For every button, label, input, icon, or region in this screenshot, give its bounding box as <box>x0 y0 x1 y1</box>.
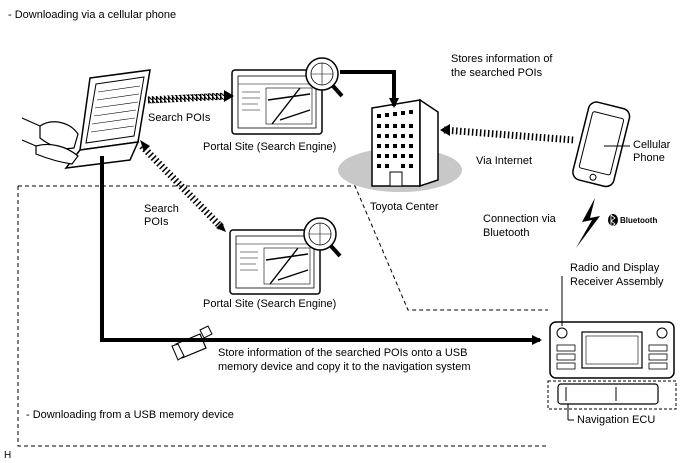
usb-store-label-1: Store information of the searched POIs o… <box>218 347 468 359</box>
usb-transfer-arrow <box>100 156 542 345</box>
search-pois-mid-flow <box>139 140 226 232</box>
stores-info-label-2: the searched POIs <box>451 67 543 79</box>
search-pois-mid-label-2: POIs <box>144 216 169 228</box>
portal-site-bottom-label: Portal Site (Search Engine) <box>203 298 337 310</box>
portal-site-top-icon <box>231 57 344 135</box>
navigation-ecu-icon <box>547 380 677 410</box>
portal-site-top-label: Portal Site (Search Engine) <box>203 141 337 153</box>
bluetooth-signal-icon <box>576 198 600 248</box>
radio-display-receiver-icon <box>549 321 675 379</box>
laptop-computer-icon <box>21 69 151 169</box>
via-internet-label: Via Internet <box>476 155 533 167</box>
toyota-center-label: Toyota Center <box>370 201 439 213</box>
stores-info-label-1: Stores information of <box>451 53 553 65</box>
via-internet-flow <box>440 124 575 144</box>
connection-label-1: Connection via <box>483 213 556 225</box>
section-usb-title: - Downloading from a USB memory device <box>26 409 234 421</box>
corner-mark: H <box>4 450 12 461</box>
radio-label-2: Receiver Assembly <box>570 276 664 288</box>
usb-section-boundary <box>17 185 548 447</box>
search-pois-top-flow <box>147 90 234 104</box>
section-cellular-title: - Downloading via a cellular phone <box>8 9 177 21</box>
cellular-phone-icon <box>572 101 631 188</box>
cellular-phone-label-1: Cellular <box>633 139 671 151</box>
connection-label-2: Bluetooth <box>483 227 530 239</box>
store-info-arrow <box>340 70 399 108</box>
portal-site-bottom-icon <box>229 217 342 295</box>
search-pois-top-label: Search POIs <box>148 112 211 124</box>
usb-memory-icon <box>171 325 213 361</box>
radio-label-1: Radio and Display <box>570 262 660 274</box>
bluetooth-logo-text: Bluetooth <box>620 216 658 225</box>
navigation-ecu-label: Navigation ECU <box>577 414 656 426</box>
usb-store-label-2: memory device and copy it to the navigat… <box>218 361 471 373</box>
cellular-phone-label-2: Phone <box>633 152 665 164</box>
toyota-center-building-icon <box>338 98 462 192</box>
search-pois-mid-label-1: Search <box>144 203 179 215</box>
bluetooth-logo-icon <box>608 214 618 228</box>
